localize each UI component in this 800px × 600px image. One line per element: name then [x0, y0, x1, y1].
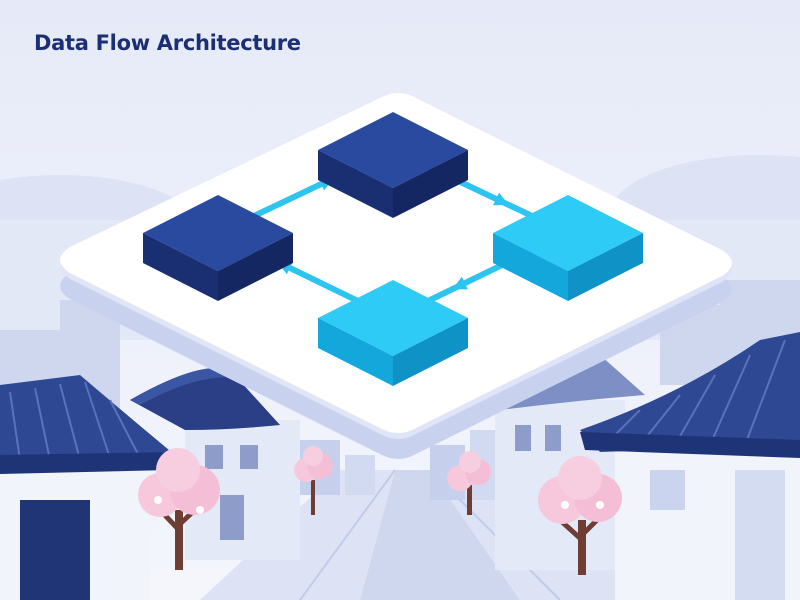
right-houses	[430, 332, 800, 600]
node-left-left-face	[143, 233, 218, 301]
node-left-right-face	[218, 233, 293, 301]
node-right-right-face	[568, 233, 643, 301]
node-top	[318, 112, 468, 218]
tree-right-back	[447, 451, 491, 515]
arrow-node-top-node-right	[493, 192, 509, 206]
nodes	[143, 112, 643, 386]
tree-right-front	[538, 456, 622, 575]
node-right	[493, 195, 643, 301]
node-bottom-right-face	[393, 318, 468, 386]
node-right-left-face	[493, 233, 568, 301]
node-bottom	[318, 280, 468, 386]
node-top-right-face	[393, 150, 468, 218]
tree-left-back	[294, 446, 333, 515]
blossom-trees	[138, 446, 622, 575]
tree-left-front	[138, 448, 220, 570]
node-top-left-face	[318, 150, 393, 218]
arrow-node-right-node-bottom	[452, 276, 468, 290]
node-bottom-left-face	[318, 318, 393, 386]
page-title: Data Flow Architecture	[34, 31, 301, 55]
node-left	[143, 195, 293, 301]
